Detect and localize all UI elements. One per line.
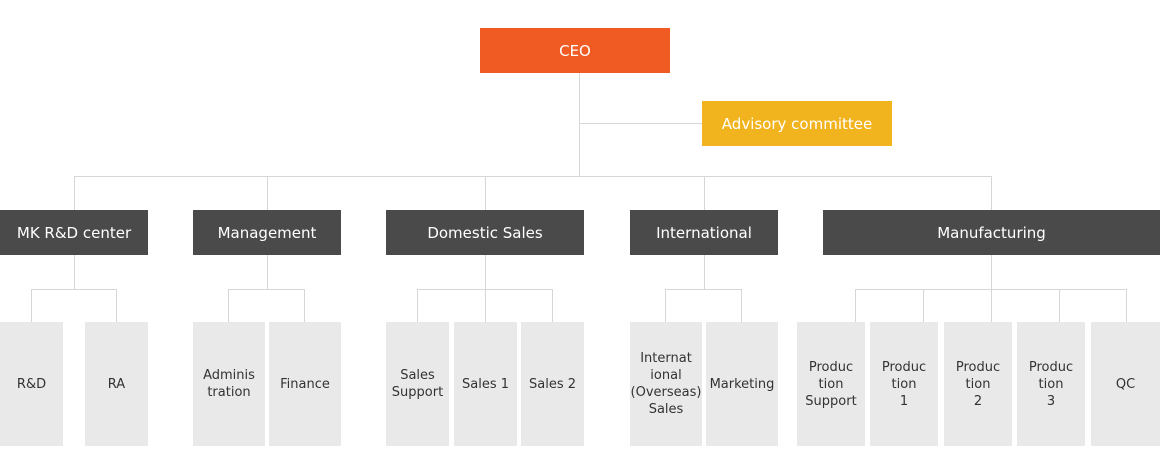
dept-management: Management [193, 210, 341, 255]
unit-drop-line [1126, 289, 1127, 322]
unit-drop-line [1059, 289, 1060, 322]
unit-drop-line [417, 289, 418, 322]
dept-manufacturing: Manufacturing [823, 210, 1160, 255]
unit-stem-line [704, 254, 705, 289]
unit-marketing: Marketing [706, 322, 778, 446]
dept-drop-line [485, 176, 486, 210]
unit-sales-support: Sales Support [386, 322, 449, 446]
unit-production-3: Produc tion 3 [1017, 322, 1085, 446]
dept-drop-line [991, 176, 992, 210]
unit-drop-line [855, 289, 856, 322]
unit-ra: RA [85, 322, 148, 446]
unit-stem-line [267, 254, 268, 289]
dept-domestic-sales: Domestic Sales [386, 210, 584, 255]
unit-rd: R&D [0, 322, 63, 446]
advisory-connector-line [579, 123, 702, 124]
advisory-committee-box: Advisory committee [702, 101, 892, 146]
unit-production-1: Produc tion 1 [870, 322, 938, 446]
unit-drop-line [228, 289, 229, 322]
unit-administration: Adminis tration [193, 322, 265, 446]
unit-stem-line [485, 254, 486, 289]
unit-drop-line [31, 289, 32, 322]
department-bus-line [74, 176, 992, 177]
unit-drop-line [665, 289, 666, 322]
ceo-box: CEO [480, 28, 670, 73]
unit-drop-line [991, 289, 992, 322]
dept-drop-line [267, 176, 268, 210]
unit-drop-line [304, 289, 305, 322]
dept-international: International [630, 210, 778, 255]
unit-bus-line [228, 289, 305, 290]
unit-international-overseas-sales: Internat ional (Overseas) Sales [630, 322, 702, 446]
unit-production-2: Produc tion 2 [944, 322, 1012, 446]
unit-drop-line [485, 289, 486, 322]
unit-sales-2: Sales 2 [521, 322, 584, 446]
unit-production-support: Produc tion Support [797, 322, 865, 446]
unit-stem-line [74, 254, 75, 289]
dept-drop-line [74, 176, 75, 210]
ceo-trunk-line [579, 72, 580, 177]
unit-drop-line [923, 289, 924, 322]
unit-drop-line [552, 289, 553, 322]
unit-stem-line [991, 254, 992, 289]
unit-qc: QC [1091, 322, 1160, 446]
unit-finance: Finance [269, 322, 341, 446]
unit-drop-line [741, 289, 742, 322]
dept-drop-line [704, 176, 705, 210]
unit-drop-line [116, 289, 117, 322]
unit-bus-line [665, 289, 742, 290]
dept-mk-rd-center: MK R&D center [0, 210, 148, 255]
unit-sales-1: Sales 1 [454, 322, 517, 446]
unit-bus-line [31, 289, 117, 290]
